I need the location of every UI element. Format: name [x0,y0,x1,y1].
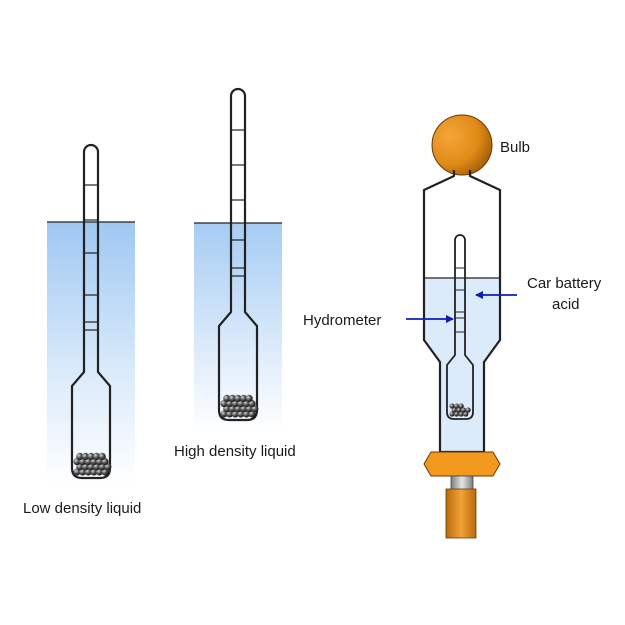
ballast-pellet [465,407,471,413]
ballast-pellet [458,403,464,409]
ballast-pellet [98,452,106,460]
ballast-pellet [458,411,464,417]
metal-stem [450,475,474,491]
ballast-pellet [454,403,460,409]
float-hydrometer [446,234,474,420]
ballast-pellet [228,394,236,402]
high-density-hydrometer [217,87,259,422]
ballast-pellet [76,452,84,460]
float-scale-marks [455,267,465,333]
high-density-label: High density liquid [174,443,296,460]
ballast-pellet [460,407,467,413]
ballast-pellet [454,411,460,417]
ballast-pellet [449,403,455,409]
high-density-scale-marks [231,129,245,277]
ballast-pellet [463,411,469,417]
orange-collar [423,451,501,477]
ballast-pellet [451,407,457,413]
low-density-setup: Low density liquid [23,143,141,517]
low-density-label: Low density liquid [23,500,141,517]
ballast-pellet [456,407,462,413]
battery-hydrometer: Bulb Hydrometer Car battery acid [303,114,602,539]
battery-acid-label-line2: acid [552,296,580,313]
low-density-scale-marks [84,184,98,331]
hydrometer-label: Hydrometer [303,312,381,329]
ballast-pellet [87,452,95,460]
high-density-setup: High density liquid [174,87,296,460]
float-ballast-pellets [449,403,471,417]
low-density-ballast-pellets [73,452,112,476]
low-density-liquid [47,222,135,484]
high-density-ballast-pellets [220,394,259,418]
ballast-pellet [81,452,89,460]
low-density-hydrometer [70,143,112,480]
ballast-pellet [93,452,101,460]
ballast-pellet [234,394,242,402]
ballast-pellet [223,394,231,402]
bulb-label: Bulb [500,139,530,156]
rubber-bulb [431,114,493,176]
suction-tube [445,488,477,539]
ballast-pellet [240,394,248,402]
ballast-pellet [449,411,455,417]
battery-acid [424,278,500,452]
battery-acid-label-line1: Car battery [527,275,602,292]
ballast-pellet [245,394,253,402]
